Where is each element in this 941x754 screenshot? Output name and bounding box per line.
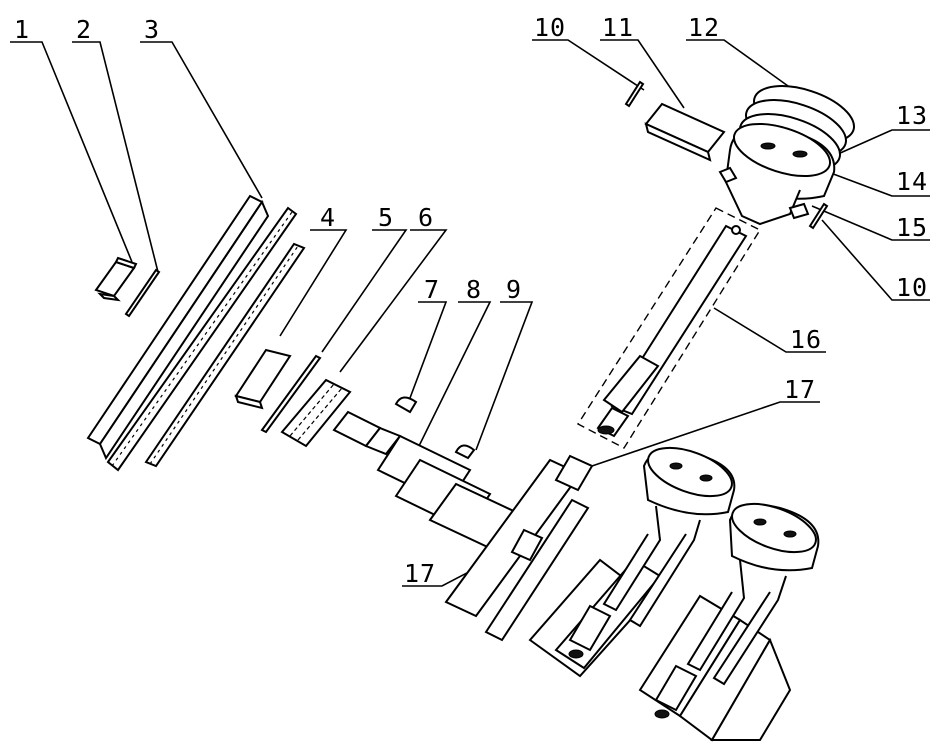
assembled-piston-2 (654, 502, 820, 719)
leader-lines (10, 39, 930, 587)
callout-11: 11 (602, 13, 634, 42)
part-2-pin (124, 268, 161, 318)
callout-10-right: 10 (896, 273, 928, 302)
callout-14: 14 (896, 167, 928, 196)
part-10-circlip-left (624, 80, 645, 108)
callout-17-top: 17 (784, 375, 816, 404)
callout-13: 13 (896, 101, 928, 130)
part-1-key-block (94, 256, 138, 302)
part-6-gear (280, 378, 352, 448)
callout-10-top: 10 (534, 13, 566, 42)
callout-12: 12 (688, 13, 720, 42)
callout-17-bottom: 17 (404, 559, 436, 588)
part-11-piston-pin (644, 102, 726, 162)
part-4-sleeve (234, 348, 292, 410)
part-15-piston (718, 122, 836, 226)
callout-1: 1 (14, 15, 30, 44)
part-7-key (394, 396, 418, 414)
part-9-key (454, 444, 476, 460)
part-5-washer (260, 354, 322, 434)
callout-3: 3 (144, 15, 160, 44)
callout-6: 6 (418, 203, 434, 232)
callout-4: 4 (320, 203, 336, 232)
part-3-gear-disc (86, 194, 306, 472)
part-17-lower-insert (510, 528, 544, 562)
callout-15: 15 (896, 213, 928, 242)
part-17-upper-insert (554, 454, 594, 492)
callout-16: 16 (790, 325, 822, 354)
callout-labels: 1 2 3 4 5 6 7 8 9 10 11 12 13 14 15 10 1… (14, 13, 928, 588)
callout-2: 2 (76, 15, 92, 44)
callout-7: 7 (424, 275, 440, 304)
callout-8: 8 (466, 275, 482, 304)
callout-5: 5 (378, 203, 394, 232)
part-16-connecting-rod (576, 207, 762, 449)
callout-9: 9 (506, 275, 522, 304)
part-10-circlip-right (808, 202, 829, 230)
assembled-piston-1 (568, 446, 736, 659)
part-8-crankshaft (332, 410, 792, 742)
